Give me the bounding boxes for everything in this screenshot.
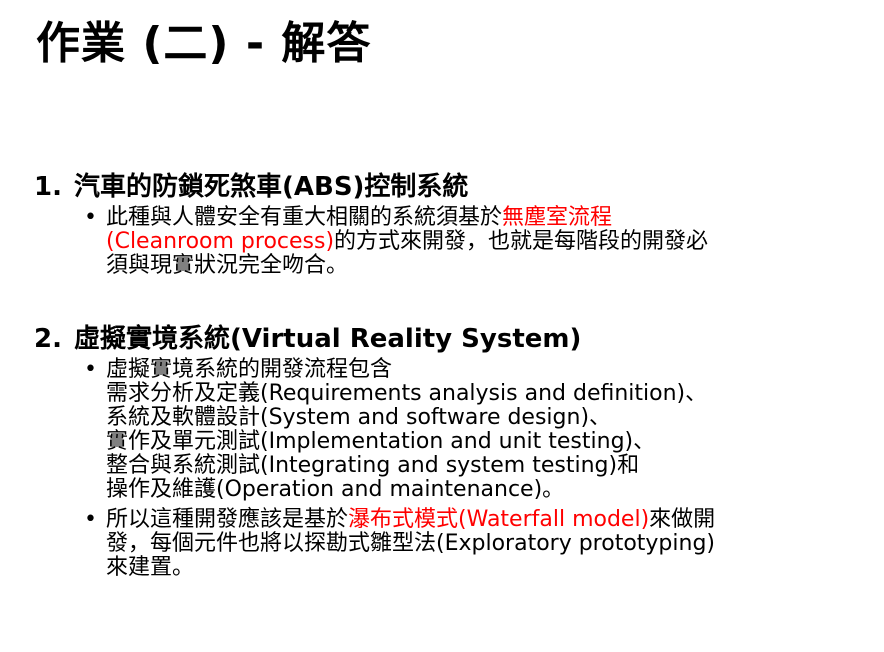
bullet-line: 需求分析及定義(Requirements analysis and defini… (106, 381, 708, 406)
bullet-line: 來建置。 (106, 555, 195, 580)
bullet-item: • 虛擬實境系統的開發流程包含 需求分析及定義(Requirements ana… (34, 358, 816, 502)
bullet-line: 須與現實狀況完全吻合。 (106, 253, 349, 278)
bullet-line: 實作及單元測試(Implementation and unit testing)… (106, 429, 656, 454)
bullet-marker: • (84, 357, 97, 382)
bullet-list: • 虛擬實境系統的開發流程包含 需求分析及定義(Requirements ana… (34, 358, 816, 580)
section-heading-text: 汽車的防鎖死煞車(ABS)控制系統 (74, 172, 469, 202)
section-abs: 1. 汽車的防鎖死煞車(ABS)控制系統 • 此種與人體安全有重大相關的系統須基於… (34, 170, 816, 284)
bullet-line: 此種與人體安全有重大相關的系統須基於無塵室流程 (106, 206, 816, 230)
highlight-term: (Cleanroom process) (106, 229, 335, 254)
section-heading-text: 虛擬實境系統(Virtual Reality System) (74, 324, 582, 354)
bullet-text: 來做開 (649, 507, 716, 532)
bullet-line: 發，每個元件也將以探勘式雛型法(Exploratory prototyping) (106, 531, 715, 556)
bullet-text: 所以這種開發應該是基於 (106, 507, 349, 532)
bullet-text: 的方式來開發，也就是每階段的開發必 (334, 229, 709, 254)
section-heading: 1. 汽車的防鎖死煞車(ABS)控制系統 (34, 170, 816, 204)
bullet-list: • 此種與人體安全有重大相關的系統須基於無塵室流程 (Cleanroom pro… (34, 206, 816, 278)
bullet-line: (Cleanroom process)的方式來開發，也就是每階段的開發必 (106, 230, 816, 254)
section-number: 2. (34, 324, 62, 354)
highlight-term: 無塵室流程 (502, 205, 613, 230)
bullet-line: 系統及軟體設計(System and software design)、 (106, 405, 612, 430)
bullet-item: • 所以這種開發應該是基於瀑布式模式(Waterfall model)來做開 發… (34, 508, 816, 580)
bullet-marker: • (84, 205, 97, 230)
section-vr: 2. 虛擬實境系統(Virtual Reality System) • 虛擬實境系… (34, 322, 816, 586)
section-number: 1. (34, 172, 62, 202)
slide-title: 作業 (二) - 解答 (36, 18, 372, 69)
bullet-marker: • (84, 507, 97, 532)
bullet-line: 整合與系統測試(Integrating and system testing)和 (106, 453, 640, 478)
bullet-line: 虛擬實境系統的開發流程包含 (106, 357, 393, 382)
section-heading: 2. 虛擬實境系統(Virtual Reality System) (34, 322, 816, 356)
highlight-term: 瀑布式模式(Waterfall model) (348, 507, 650, 532)
bullet-line: 所以這種開發應該是基於瀑布式模式(Waterfall model)來做開 (106, 508, 816, 532)
bullet-item: • 此種與人體安全有重大相關的系統須基於無塵室流程 (Cleanroom pro… (34, 206, 816, 278)
bullet-text: 此種與人體安全有重大相關的系統須基於 (106, 205, 503, 230)
bullet-line: 操作及維護(Operation and maintenance)。 (106, 477, 565, 502)
